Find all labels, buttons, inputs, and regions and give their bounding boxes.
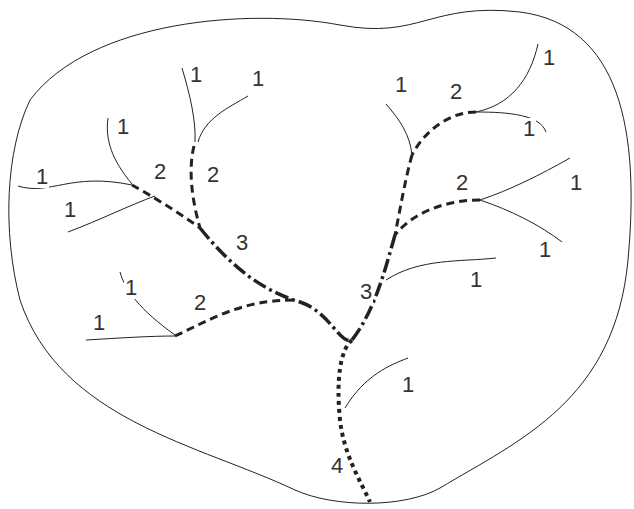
order-2-streams	[132, 112, 480, 336]
stream-order-number: 1	[394, 74, 408, 96]
stream-order-number: 3	[359, 281, 373, 303]
stream-order-number: 1	[124, 277, 138, 299]
order-3-streams	[200, 228, 395, 341]
stream-order-number: 1	[63, 199, 77, 221]
stream-order-number: 1	[189, 64, 203, 86]
stream-order-number: 2	[455, 172, 469, 194]
stream-order-number: 1	[116, 116, 130, 138]
stream-order-number: 1	[522, 118, 536, 140]
stream-order-number: 1	[538, 239, 552, 261]
stream-order-number: 1	[469, 269, 483, 291]
stream-order-number: 2	[153, 161, 167, 183]
stream-order-number: 1	[401, 374, 415, 396]
stream-order-number: 1	[251, 68, 265, 90]
order-1-streams	[18, 44, 570, 408]
basin-outline	[9, 10, 631, 503]
stream-order-number: 1	[35, 166, 49, 188]
order-4-stream	[339, 340, 371, 502]
stream-order-number: 1	[569, 172, 583, 194]
stream-order-number: 2	[449, 81, 463, 103]
stream-order-number: 3	[235, 232, 249, 254]
stream-order-number: 1	[92, 312, 106, 334]
stream-order-number: 4	[330, 455, 344, 477]
stream-order-number: 2	[206, 164, 220, 186]
stream-order-number: 2	[193, 292, 207, 314]
stream-order-number: 1	[542, 47, 556, 69]
